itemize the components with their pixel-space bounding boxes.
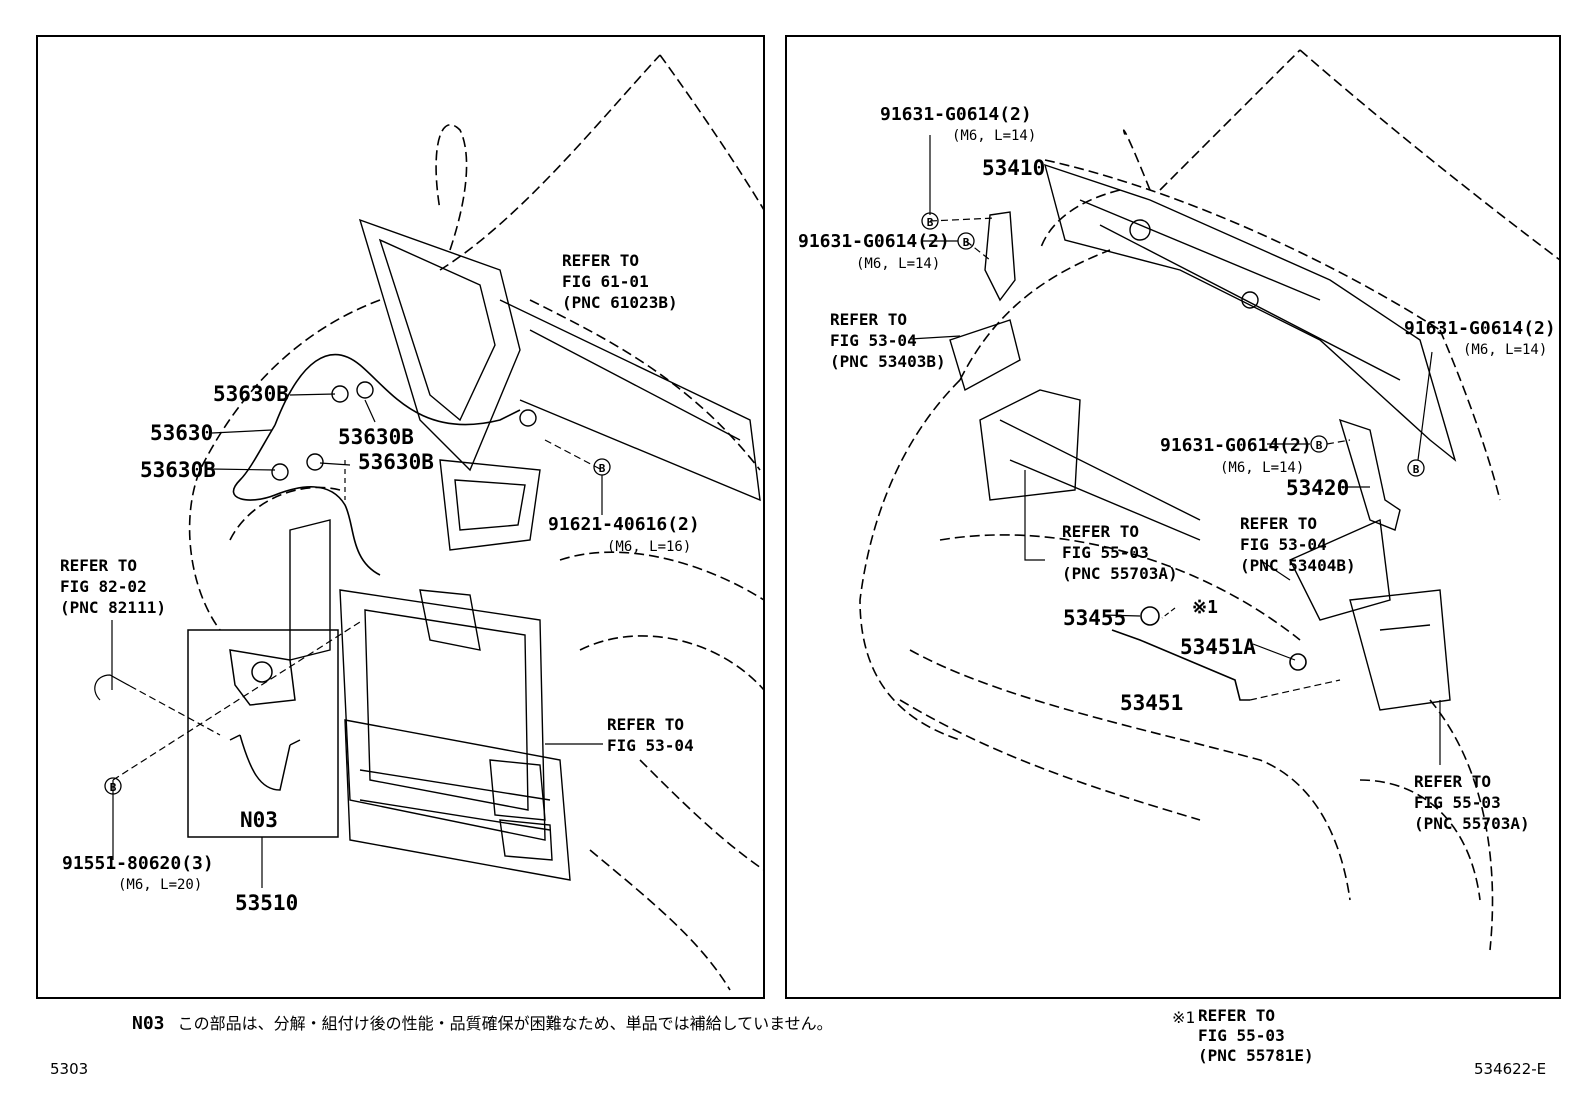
hood-release-cable: [232, 353, 521, 576]
right-panel-frame: [785, 35, 1561, 999]
svg-text:(PNC 61023B): (PNC 61023B): [562, 293, 678, 312]
bolt-marker-label: B: [110, 781, 117, 794]
svg-text:REFER TO: REFER TO: [562, 251, 639, 270]
svg-text:(PNC 53404B): (PNC 53404B): [1240, 556, 1356, 575]
svg-text:(PNC 55703A): (PNC 55703A): [1414, 814, 1530, 833]
svg-text:FIG 55-03: FIG 55-03: [1062, 543, 1149, 562]
ref-fig-53-04-left: REFER TO FIG 53-04: [607, 715, 694, 755]
bolt-marker-label: B: [1316, 439, 1323, 452]
part-91621-40616: 91621-40616(2): [548, 514, 700, 535]
bolt-marker-label: B: [963, 236, 970, 249]
left-panel-frame: [36, 35, 765, 999]
figure-id: 534622-E: [1474, 1060, 1547, 1078]
right-apron-brackets: [979, 389, 1451, 711]
part-53630B-c: 53630B: [140, 458, 216, 482]
part-53455: 53455: [1063, 606, 1126, 630]
ref-fig-61-01: REFER TO FIG 61-01 (PNC 61023B): [562, 251, 678, 312]
footer-mark-ref-line-1: REFER TO: [1198, 1006, 1276, 1025]
svg-text:FIG 55-03: FIG 55-03: [1414, 793, 1501, 812]
bolt-marker-91631-d: B: [1407, 459, 1425, 477]
footer-mark-ref-line-2: FIG 55-03: [1198, 1026, 1285, 1045]
part-53630: 53630: [150, 421, 213, 445]
svg-text:FIG 53-04: FIG 53-04: [607, 736, 694, 755]
left-leader-lines: [94, 393, 603, 888]
svg-text:REFER TO: REFER TO: [1414, 772, 1491, 791]
svg-text:FIG 53-04: FIG 53-04: [1240, 535, 1327, 554]
part-91631-G0614-b: 91631-G0614(2): [798, 231, 950, 252]
part-91631-d-spec: (M6, L=14): [1463, 342, 1547, 358]
footer-note-text: この部品は、分解・組付け後の性能・品質確保が困難なため、単品では補給していません…: [177, 1014, 833, 1033]
part-91621-spec: (M6, L=16): [607, 539, 691, 555]
part-53420: 53420: [1286, 476, 1349, 500]
ref-fig-55-03-pnc-55703A-right: REFER TO FIG 55-03 (PNC 55703A): [1414, 772, 1530, 833]
svg-text:REFER TO: REFER TO: [60, 556, 137, 575]
ref-fig-53-04-pnc-53404B: REFER TO FIG 53-04 (PNC 53404B): [1240, 514, 1356, 575]
footer-note: N03 この部品は、分解・組付け後の性能・品質確保が困難なため、単品では補給して…: [132, 1010, 833, 1034]
right-leader-lines: [909, 135, 1441, 765]
bolt-marker-91631-c: B: [1310, 435, 1328, 453]
svg-text:FIG 82-02: FIG 82-02: [60, 577, 147, 596]
svg-text:REFER TO: REFER TO: [1062, 522, 1139, 541]
footer-note-code: N03: [132, 1013, 165, 1034]
bolt-marker-label: B: [599, 462, 606, 475]
ref-fig-82-02: REFER TO FIG 82-02 (PNC 82111): [60, 556, 166, 617]
right-hinges: [949, 211, 1401, 621]
svg-text:(PNC 53403B): (PNC 53403B): [830, 352, 946, 371]
part-91631-a-spec: (M6, L=14): [952, 128, 1036, 144]
bolt-marker-91631-b: B: [957, 232, 975, 250]
hood-lock-inset: [187, 629, 339, 838]
ref-fig-53-04-pnc-53403B: REFER TO FIG 53-04 (PNC 53403B): [830, 310, 946, 371]
left-vehicle-outline: [188, 54, 765, 991]
page-code: 5303: [50, 1060, 89, 1078]
left-hood-structure: [358, 218, 761, 551]
bolt-marker-91551: B: [104, 777, 122, 795]
part-91631-b-spec: (M6, L=14): [856, 256, 940, 272]
ref-fig-55-03-pnc-55703A-left: REFER TO FIG 55-03 (PNC 55703A): [1062, 522, 1178, 583]
part-53451: 53451: [1120, 691, 1183, 715]
part-53410: 53410: [982, 156, 1045, 180]
part-91551-80620: 91551-80620(3): [62, 853, 214, 874]
part-N03: N03: [240, 808, 278, 832]
svg-text:FIG 61-01: FIG 61-01: [562, 272, 649, 291]
right-vehicle-outline: [859, 49, 1561, 951]
bolt-marker-91631-a: B: [921, 212, 939, 230]
part-53630B-a: 53630B: [213, 382, 289, 406]
part-91551-spec: (M6, L=20): [118, 877, 202, 893]
part-53451A: 53451A: [1180, 635, 1256, 659]
part-91631-G0614-c: 91631-G0614(2): [1160, 435, 1312, 456]
part-91631-c-spec: (M6, L=14): [1220, 460, 1304, 476]
svg-text:REFER TO: REFER TO: [607, 715, 684, 734]
svg-text:(PNC 82111): (PNC 82111): [60, 598, 166, 617]
svg-text:REFER TO: REFER TO: [830, 310, 907, 329]
reference-mark-1: ※1: [1192, 597, 1218, 618]
right-hood-panel: [1043, 163, 1457, 462]
svg-text:(PNC 55703A): (PNC 55703A): [1062, 564, 1178, 583]
footer-mark-ref-line-3: (PNC 55781E): [1198, 1046, 1314, 1065]
bolt-marker-label: B: [1413, 463, 1420, 476]
svg-text:FIG 53-04: FIG 53-04: [830, 331, 917, 350]
svg-text:REFER TO: REFER TO: [1240, 514, 1317, 533]
part-53630B-d: 53630B: [358, 450, 434, 474]
part-91631-G0614-d: 91631-G0614(2): [1404, 318, 1556, 339]
part-53630B-b: 53630B: [338, 425, 414, 449]
hood-support-rod: [1111, 606, 1307, 701]
bolt-marker-91621: B: [593, 458, 611, 476]
footer-mark: ※1: [1172, 1008, 1196, 1027]
left-radiator-support: [289, 519, 571, 881]
part-91631-G0614-a: 91631-G0614(2): [880, 104, 1032, 125]
bolt-marker-label: B: [927, 216, 934, 229]
part-53510: 53510: [235, 891, 298, 915]
